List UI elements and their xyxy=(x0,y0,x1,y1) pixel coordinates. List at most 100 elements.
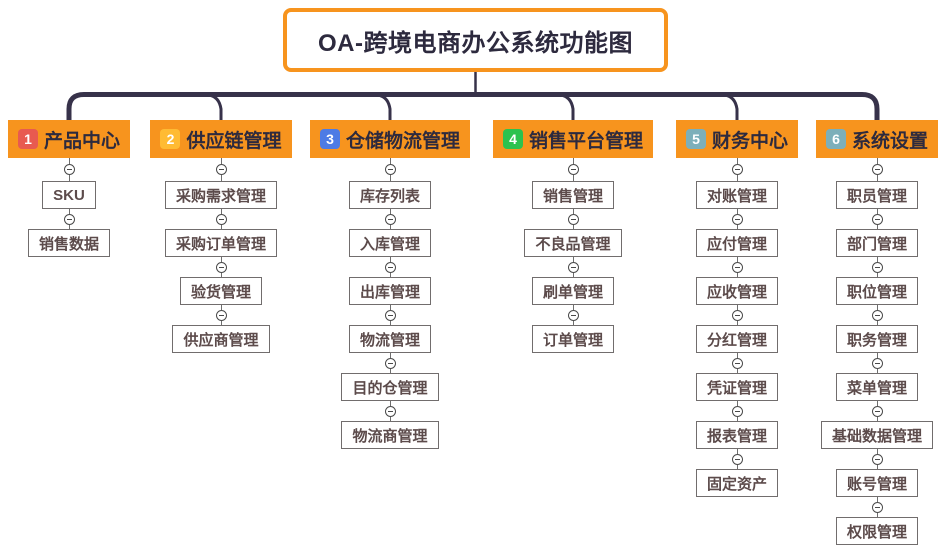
feature-node[interactable]: 菜单管理 xyxy=(835,373,918,401)
minus-icon xyxy=(387,218,393,220)
feature-node[interactable]: 职位管理 xyxy=(835,277,918,305)
collapse-toggle-icon[interactable] xyxy=(871,357,883,369)
collapse-toggle-icon[interactable] xyxy=(384,357,396,369)
branch-header[interactable]: 1 产品中心 xyxy=(7,120,130,158)
collapse-toggle-icon[interactable] xyxy=(871,213,883,225)
feature-node[interactable]: 采购订单管理 xyxy=(164,229,277,257)
collapse-toggle-icon[interactable] xyxy=(731,261,743,273)
feature-node[interactable]: 销售数据 xyxy=(27,229,110,257)
collapse-toggle-icon[interactable] xyxy=(731,453,743,465)
branch-header[interactable]: 6 系统设置 xyxy=(815,120,938,158)
collapse-toggle-icon[interactable] xyxy=(384,261,396,273)
feature-node[interactable]: 应付管理 xyxy=(695,229,778,257)
collapse-toggle-icon[interactable] xyxy=(871,501,883,513)
feature-node[interactable]: SKU xyxy=(42,181,96,209)
collapse-toggle-icon[interactable] xyxy=(384,213,396,225)
feature-node[interactable]: 验货管理 xyxy=(179,277,262,305)
collapse-toggle-icon[interactable] xyxy=(215,309,227,321)
connector-line-top xyxy=(876,158,878,164)
feature-node[interactable]: 职务管理 xyxy=(835,325,918,353)
collapse-connector xyxy=(215,257,227,277)
collapse-toggle-icon[interactable] xyxy=(871,261,883,273)
connector-line-bottom xyxy=(220,272,222,277)
feature-node[interactable]: 不良品管理 xyxy=(524,229,622,257)
feature-node[interactable]: 供应商管理 xyxy=(172,325,270,353)
collapse-toggle-icon[interactable] xyxy=(215,213,227,225)
feature-node[interactable]: 权限管理 xyxy=(835,517,918,545)
branch-header[interactable]: 3 仓储物流管理 xyxy=(309,120,470,158)
collapse-toggle-icon[interactable] xyxy=(384,405,396,417)
collapse-toggle-icon[interactable] xyxy=(731,309,743,321)
feature-node[interactable]: 基础数据管理 xyxy=(820,421,933,449)
connector-line-top xyxy=(876,449,878,454)
feature-node[interactable]: 采购需求管理 xyxy=(164,181,277,209)
feature-node[interactable]: 物流商管理 xyxy=(341,421,439,449)
branch-number-badge: 4 xyxy=(502,129,523,149)
minus-icon xyxy=(66,218,72,220)
minus-icon xyxy=(874,410,880,412)
feature-node[interactable]: 库存列表 xyxy=(348,181,431,209)
collapse-toggle-icon[interactable] xyxy=(384,164,396,175)
collapse-toggle-icon[interactable] xyxy=(731,357,743,369)
minus-icon xyxy=(734,314,740,316)
connector-line-top xyxy=(876,401,878,406)
collapse-connector xyxy=(567,209,579,229)
feature-node[interactable]: 报表管理 xyxy=(695,421,778,449)
feature-node[interactable]: 目的仓管理 xyxy=(341,373,439,401)
branch-drop-line xyxy=(723,93,739,121)
collapse-toggle-icon[interactable] xyxy=(731,164,743,175)
feature-node[interactable]: 分红管理 xyxy=(695,325,778,353)
branch-header[interactable]: 2 供应链管理 xyxy=(150,120,292,158)
collapse-toggle-icon[interactable] xyxy=(63,164,75,175)
collapse-toggle-icon[interactable] xyxy=(731,405,743,417)
branch-label: 供应链管理 xyxy=(186,130,282,152)
collapse-toggle-icon[interactable] xyxy=(567,261,579,273)
branch-column: 1 产品中心 SKU 销售数据 xyxy=(0,120,159,257)
collapse-connector xyxy=(215,209,227,229)
minus-icon xyxy=(66,169,72,170)
collapse-toggle-icon[interactable] xyxy=(871,164,883,175)
collapse-connector xyxy=(731,209,743,229)
minus-icon xyxy=(734,458,740,460)
collapse-toggle-icon[interactable] xyxy=(567,213,579,225)
feature-node[interactable]: 刷单管理 xyxy=(531,277,614,305)
connector-line-bottom xyxy=(389,175,391,181)
minus-icon xyxy=(218,218,224,220)
feature-node[interactable]: 订单管理 xyxy=(531,325,614,353)
collapse-toggle-icon[interactable] xyxy=(567,309,579,321)
feature-node[interactable]: 账号管理 xyxy=(835,469,918,497)
collapse-connector xyxy=(63,158,75,181)
collapse-connector xyxy=(384,401,396,421)
collapse-toggle-icon[interactable] xyxy=(871,309,883,321)
connector-line-bottom xyxy=(736,175,738,181)
collapse-toggle-icon[interactable] xyxy=(731,213,743,225)
feature-node[interactable]: 销售管理 xyxy=(531,181,614,209)
feature-node[interactable]: 物流管理 xyxy=(348,325,431,353)
collapse-toggle-icon[interactable] xyxy=(215,164,227,175)
feature-node[interactable]: 应收管理 xyxy=(695,277,778,305)
branch-header[interactable]: 5 财务中心 xyxy=(675,120,798,158)
collapse-toggle-icon[interactable] xyxy=(215,261,227,273)
feature-node[interactable]: 固定资产 xyxy=(695,469,778,497)
minus-icon xyxy=(874,266,880,268)
feature-node[interactable]: 部门管理 xyxy=(835,229,918,257)
branch-column: 6 系统设置 职员管理 部门管理 职位管理 职务管理 xyxy=(787,120,950,545)
connector-line-top xyxy=(736,158,738,164)
minus-icon xyxy=(218,314,224,316)
branch-header[interactable]: 4 销售平台管理 xyxy=(492,120,653,158)
branch-number-badge: 1 xyxy=(17,129,38,149)
collapse-toggle-icon[interactable] xyxy=(384,309,396,321)
collapse-toggle-icon[interactable] xyxy=(871,405,883,417)
collapse-toggle-icon[interactable] xyxy=(567,164,579,175)
feature-node[interactable]: 对账管理 xyxy=(695,181,778,209)
feature-node[interactable]: 入库管理 xyxy=(348,229,431,257)
connector-line-top xyxy=(220,305,222,310)
minus-icon xyxy=(218,169,224,170)
feature-node[interactable]: 出库管理 xyxy=(348,277,431,305)
collapse-toggle-icon[interactable] xyxy=(63,213,75,225)
collapse-toggle-icon[interactable] xyxy=(871,453,883,465)
feature-node[interactable]: 职员管理 xyxy=(835,181,918,209)
minus-icon xyxy=(734,266,740,268)
feature-node[interactable]: 凭证管理 xyxy=(695,373,778,401)
